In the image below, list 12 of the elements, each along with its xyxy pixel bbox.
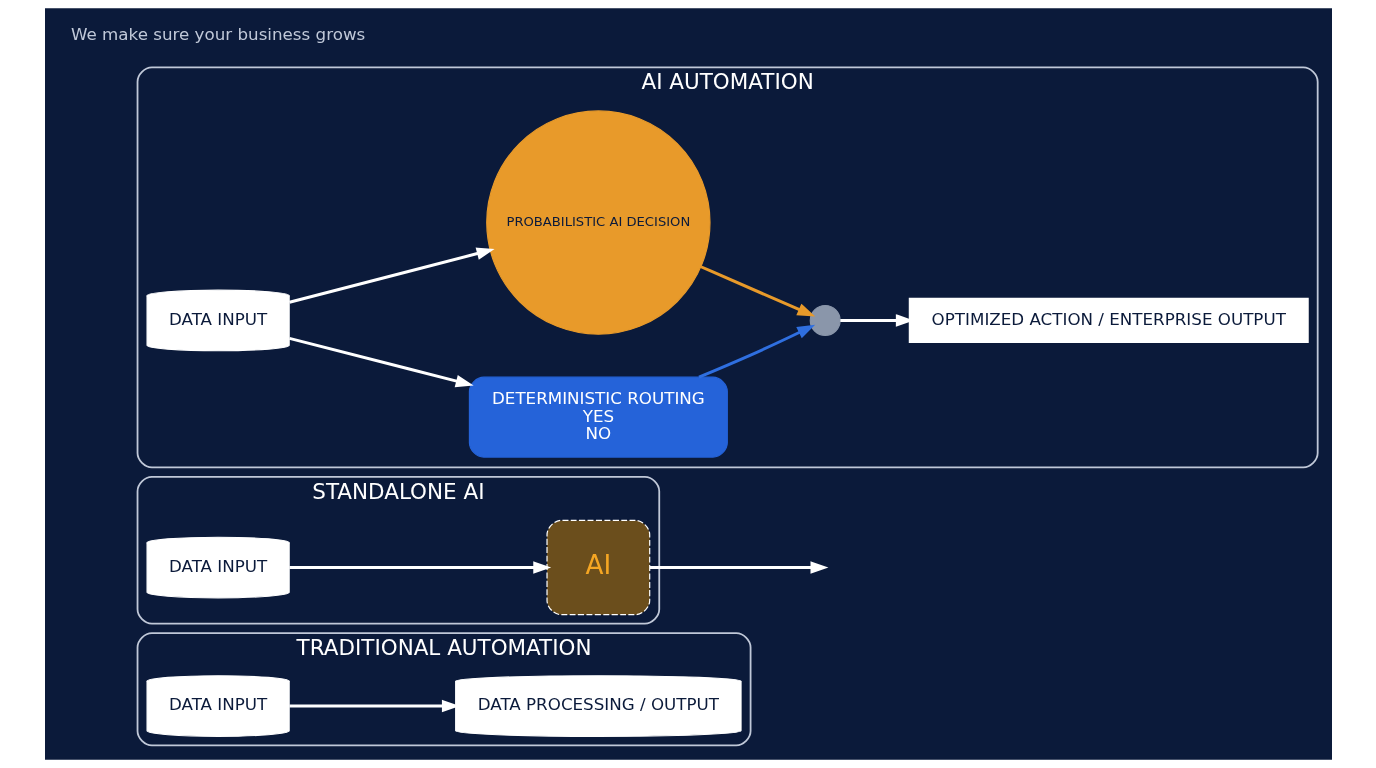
arrow: [289, 561, 551, 574]
node-circle: PROBABILISTIC AI DECISION: [485, 110, 711, 335]
node-box: OPTIMIZED ACTION / ENTERPRISE OUTPUT: [908, 297, 1309, 344]
arrow: [288, 336, 474, 388]
label: We make sure your business grows: [70, 23, 365, 44]
arrow: [697, 324, 815, 379]
node-circle: [809, 304, 841, 336]
arrow: [699, 265, 815, 317]
arrow: [288, 247, 495, 304]
node-box: DETERMINISTIC ROUTING YES NO: [468, 376, 728, 458]
arrow: [649, 561, 828, 574]
node-box: AI: [545, 519, 650, 616]
